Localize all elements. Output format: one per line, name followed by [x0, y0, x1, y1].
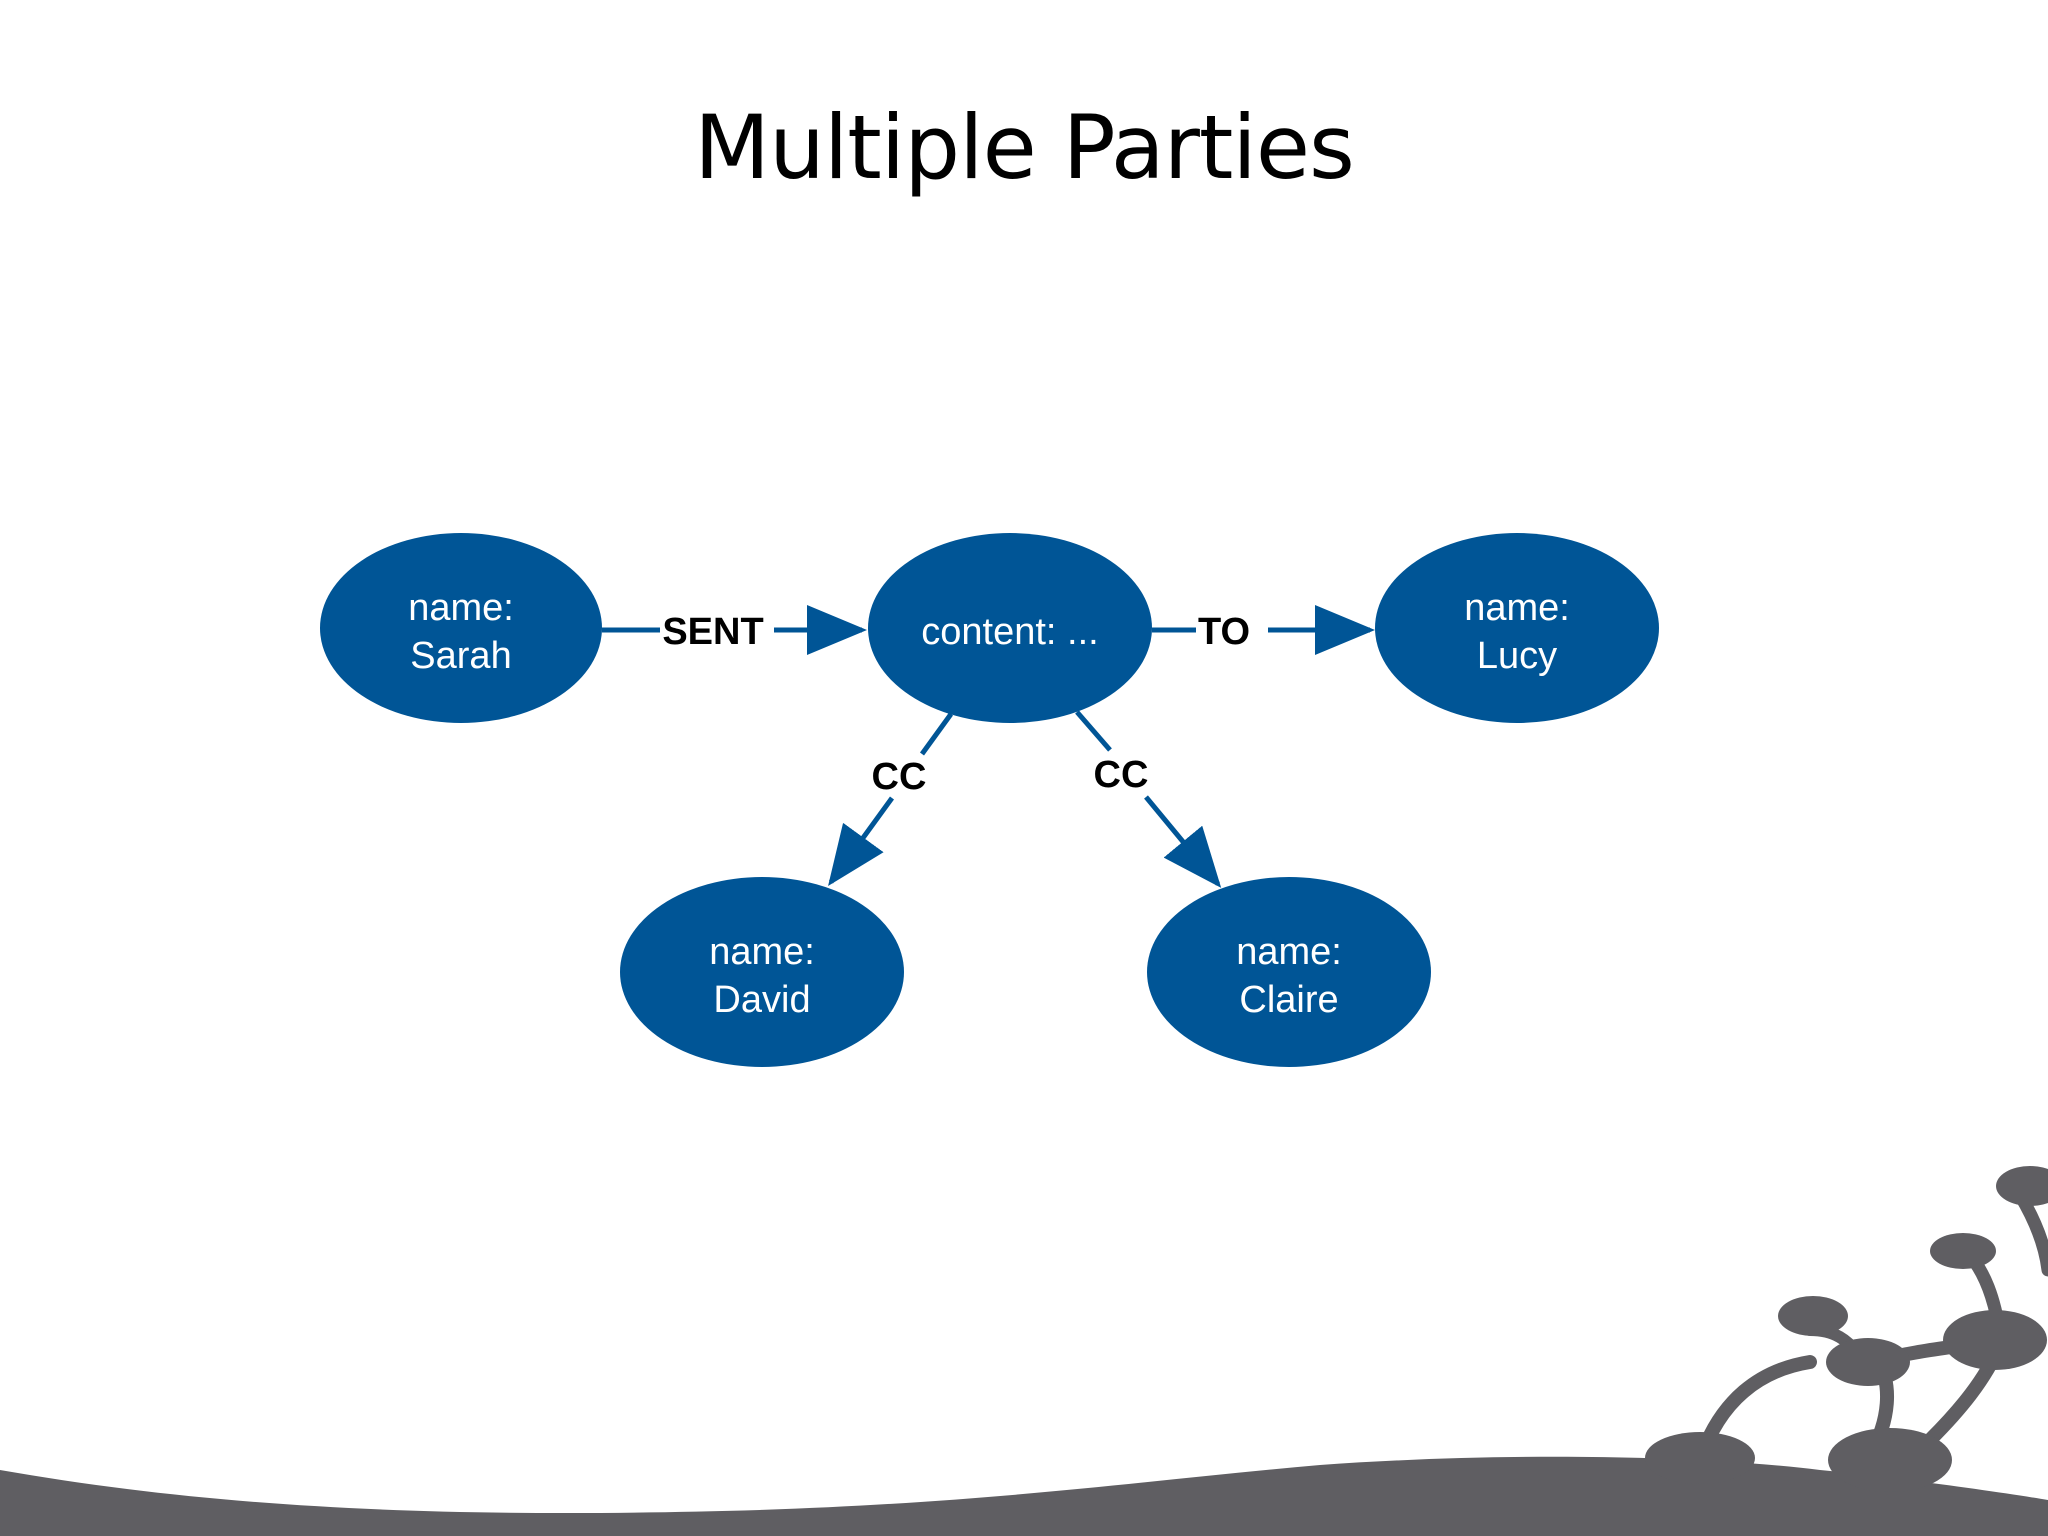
edge-cc-claire-label: CC: [1094, 754, 1149, 796]
edge-cc-david-line-b: [828, 796, 895, 887]
node-sarah[interactable]: name: Sarah: [320, 533, 602, 723]
edge-cc-claire-line-b: [1144, 795, 1222, 888]
decor-node: [1828, 1428, 1952, 1492]
decor-wave: [0, 1456, 2048, 1536]
node-message-shape: [868, 533, 1152, 723]
edge-cc-david: CC: [828, 712, 954, 887]
node-sarah-shape: [320, 533, 602, 723]
node-lucy[interactable]: name: Lucy: [1375, 533, 1659, 723]
decor-node: [1645, 1432, 1755, 1484]
decor-node: [1996, 1166, 2048, 1206]
decor-node: [1826, 1338, 1910, 1386]
edge-cc-claire: CC: [1075, 710, 1222, 888]
edge-sent: SENT: [602, 605, 867, 655]
edge-cc-claire-line-a: [1075, 710, 1112, 752]
node-sarah-value: Sarah: [410, 635, 511, 677]
node-claire[interactable]: name: Claire: [1147, 877, 1431, 1067]
node-claire-shape: [1147, 877, 1431, 1067]
node-david-key: name:: [709, 931, 815, 973]
node-sarah-key: name:: [408, 587, 514, 629]
node-lucy-key: name:: [1464, 587, 1570, 629]
node-david[interactable]: name: David: [620, 877, 904, 1067]
node-david-shape: [620, 877, 904, 1067]
decor-node: [1943, 1310, 2047, 1370]
edge-cc-david-label: CC: [872, 756, 927, 798]
slide-title: Multiple Parties: [694, 96, 1355, 199]
edge-to-label: TO: [1198, 611, 1250, 653]
edge-to: TO: [1152, 605, 1375, 655]
node-lucy-value: Lucy: [1477, 635, 1557, 677]
node-claire-value: Claire: [1239, 979, 1338, 1021]
edge-sent-label: SENT: [662, 611, 763, 653]
decor-node: [1778, 1296, 1848, 1336]
decor-node: [1930, 1233, 1996, 1269]
node-message-content: content: ...: [921, 611, 1098, 653]
edge-cc-david-line-a: [919, 712, 954, 756]
node-claire-key: name:: [1236, 931, 1342, 973]
node-david-value: David: [713, 979, 810, 1021]
node-message[interactable]: content: ...: [868, 533, 1152, 723]
node-lucy-shape: [1375, 533, 1659, 723]
decor-stem: [2013, 1188, 2048, 1277]
